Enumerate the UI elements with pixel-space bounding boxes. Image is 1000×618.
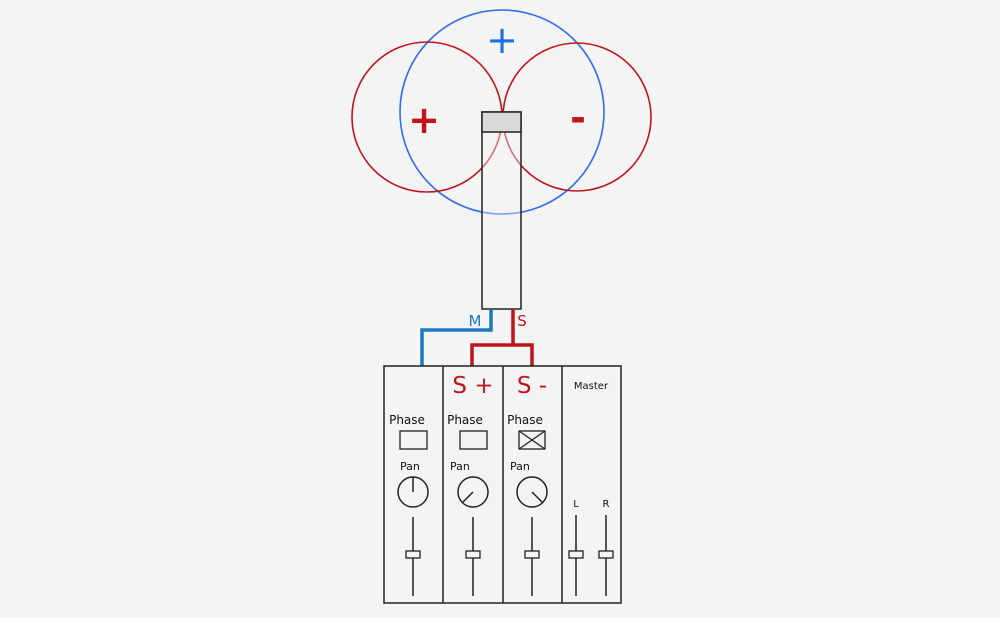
side-wire-label: S [517, 312, 527, 330]
phase-button-inverted[interactable] [518, 430, 546, 450]
pan-knob[interactable] [516, 476, 548, 508]
fader-handle[interactable] [465, 550, 481, 559]
channel-label: S + [452, 373, 493, 399]
mid-pattern-circle [399, 9, 605, 215]
fader-handle[interactable] [405, 550, 421, 559]
phase-label: Phase [447, 413, 483, 427]
fader-handle[interactable] [524, 550, 540, 559]
phase-label: Phase [389, 413, 425, 427]
fader-handle-right[interactable] [598, 550, 614, 559]
channel-label: S - [517, 373, 547, 399]
mid-wire [420, 309, 493, 366]
master-label: Master [574, 381, 609, 392]
mixer [383, 365, 622, 604]
pan-knob[interactable] [457, 476, 489, 508]
pan-label: Pan [510, 460, 530, 473]
microphone-body [481, 111, 522, 310]
phase-button[interactable] [399, 430, 428, 450]
pan-label: Pan [400, 460, 420, 473]
side-left-sign: + [408, 98, 440, 142]
side-right-sign: - [570, 96, 586, 140]
master-right-label: R [603, 499, 610, 510]
mid-wire-label: M [469, 312, 482, 330]
side-split-wire [470, 343, 534, 366]
channel-strip-side-minus: S - Phase Pan [507, 373, 548, 596]
pan-label: Pan [450, 460, 470, 473]
master-left-label: L [573, 499, 579, 510]
phase-button[interactable] [459, 430, 488, 450]
channel-strip-side-plus: S + Phase Pan [447, 373, 494, 596]
channel-strip-mid: Phase Pan [389, 413, 429, 596]
fader-handle-left[interactable] [568, 550, 584, 559]
microphone-capsule [481, 111, 522, 133]
master-strip: Master L R [568, 381, 614, 596]
mid-sign: + [486, 18, 518, 62]
phase-label: Phase [507, 413, 543, 427]
